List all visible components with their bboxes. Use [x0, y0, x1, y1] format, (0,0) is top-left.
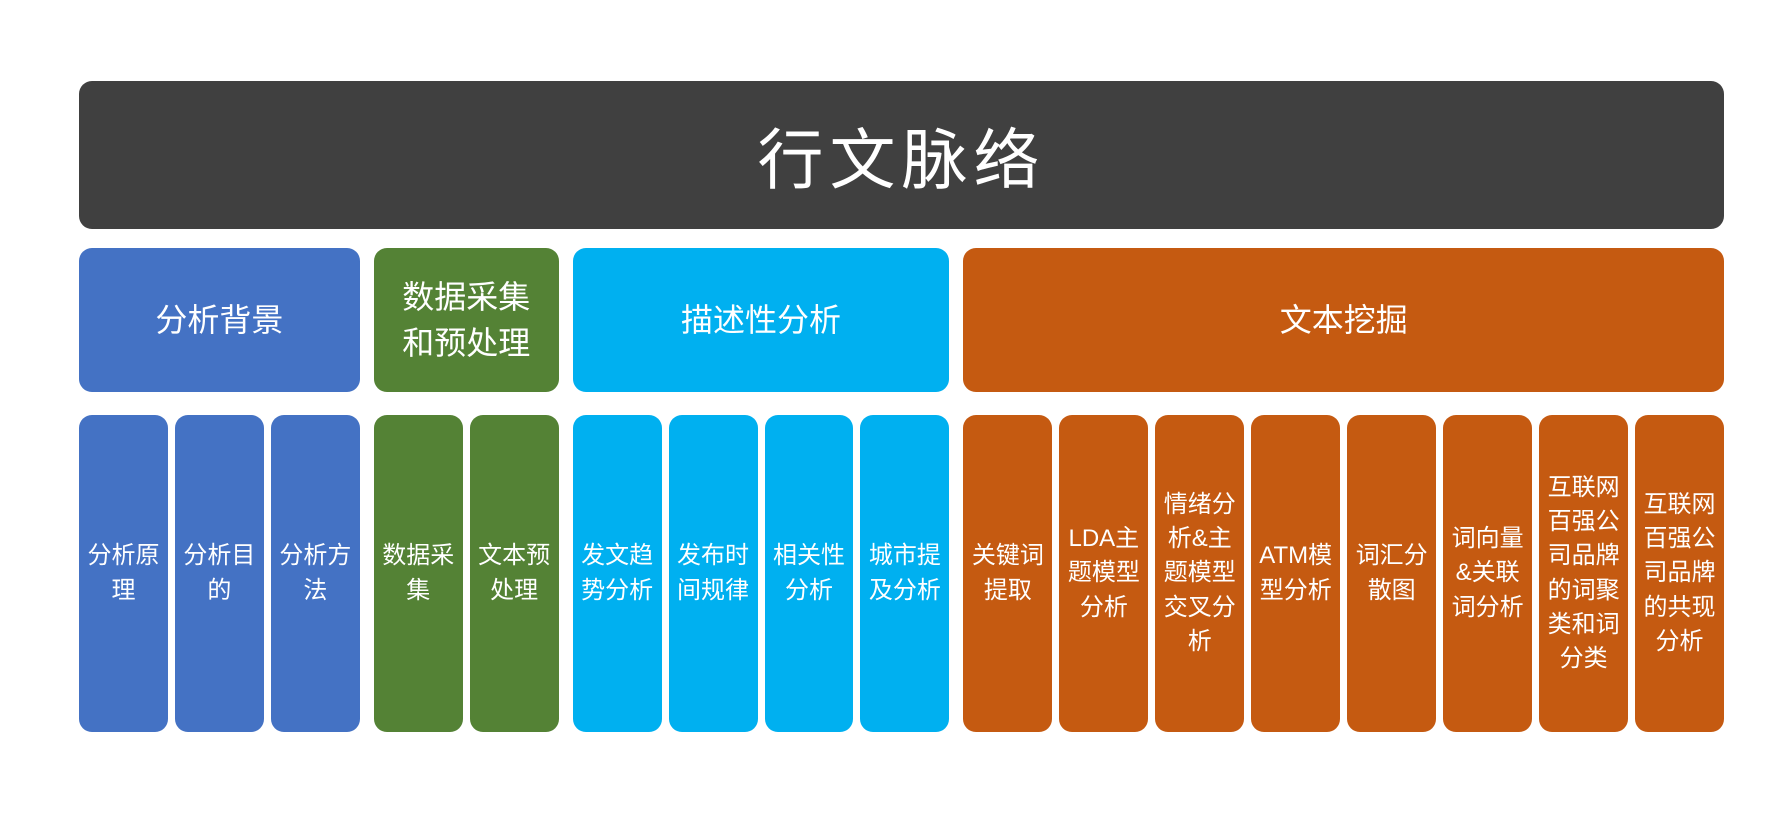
item-analysis-background-1: 分析目的: [174, 415, 264, 732]
groups-row: 分析背景分析原理分析目的分析方法数据采集和预处理数据采集文本预处理描述性分析发文…: [79, 248, 1725, 732]
item-text-mining-7: 互联网百强公司品牌的共现分析: [1635, 415, 1725, 732]
item-text-mining-2: 情绪分析&主题模型交叉分析: [1155, 415, 1245, 732]
item-descriptive-analysis-1: 发布时间规律: [668, 415, 758, 732]
group-items-descriptive-analysis: 发文趋势分析发布时间规律相关性分析城市提及分析: [572, 415, 950, 732]
group-header-analysis-background: 分析背景: [79, 248, 360, 392]
item-descriptive-analysis-3: 城市提及分析: [860, 415, 950, 732]
item-analysis-background-0: 分析原理: [79, 415, 168, 732]
diagram-title-bar: 行文脉络: [79, 81, 1724, 229]
item-text-mining-6: 互联网百强公司品牌的词聚类和词分类: [1539, 415, 1629, 732]
item-data-collection-preprocessing-1: 文本预处理: [469, 415, 559, 732]
group-items-data-collection-preprocessing: 数据采集文本预处理: [373, 415, 559, 732]
item-text-mining-4: 词汇分散图: [1347, 415, 1437, 732]
group-data-collection-preprocessing: 数据采集和预处理数据采集文本预处理: [373, 248, 559, 732]
group-header-descriptive-analysis: 描述性分析: [572, 248, 950, 392]
group-descriptive-analysis: 描述性分析发文趋势分析发布时间规律相关性分析城市提及分析: [572, 248, 950, 732]
item-text-mining-0: 关键词提取: [963, 415, 1053, 732]
group-analysis-background: 分析背景分析原理分析目的分析方法: [79, 248, 360, 732]
item-text-mining-3: ATM模型分析: [1251, 415, 1341, 732]
group-header-data-collection-preprocessing: 数据采集和预处理: [373, 248, 559, 392]
group-items-analysis-background: 分析原理分析目的分析方法: [79, 415, 360, 732]
item-descriptive-analysis-2: 相关性分析: [764, 415, 854, 732]
group-header-text-mining: 文本挖掘: [963, 248, 1724, 392]
diagram-title: 行文脉络: [757, 123, 1046, 197]
diagram-canvas: 行文脉络 分析背景分析原理分析目的分析方法数据采集和预处理数据采集文本预处理描述…: [79, 81, 1725, 732]
item-data-collection-preprocessing-0: 数据采集: [373, 415, 463, 732]
item-text-mining-5: 词向量&关联词分析: [1443, 415, 1533, 732]
item-descriptive-analysis-0: 发文趋势分析: [572, 415, 662, 732]
item-analysis-background-2: 分析方法: [270, 415, 360, 732]
item-text-mining-1: LDA主题模型分析: [1059, 415, 1149, 732]
